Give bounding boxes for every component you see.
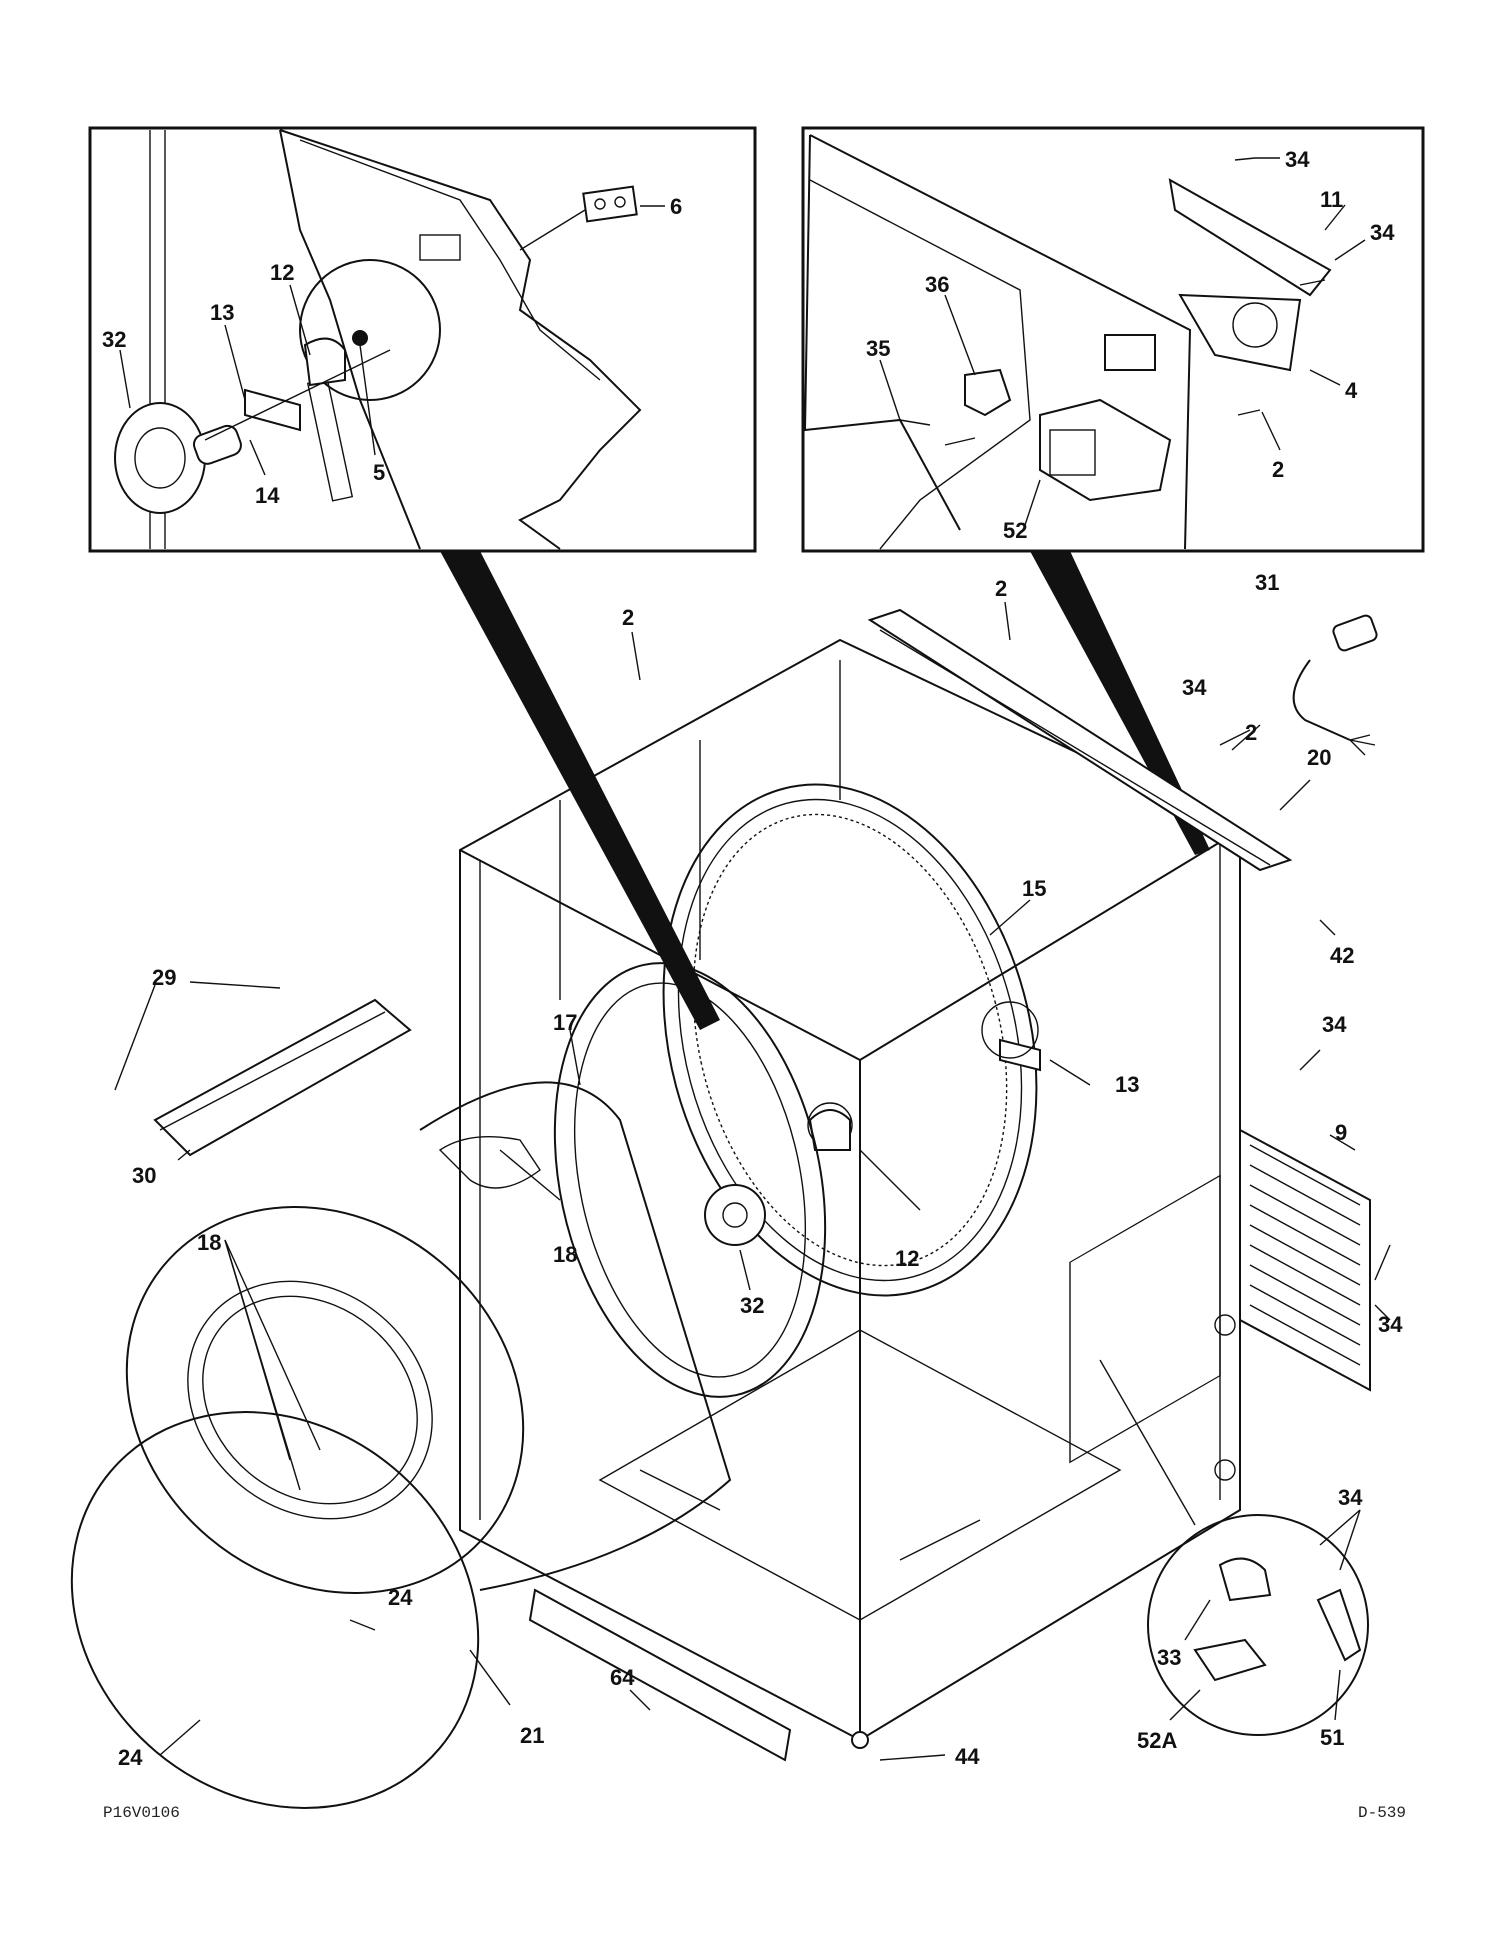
part-30-baffle (153, 998, 412, 1157)
part-32-bearing-housing (114, 402, 206, 514)
callout-34-circle: 34 (1338, 1485, 1363, 1510)
callout-20: 20 (1307, 745, 1331, 770)
part-4-plate (1178, 293, 1302, 372)
drawing-code-right: D-539 (1358, 1804, 1406, 1822)
callout-34-vent: 34 (1378, 1312, 1403, 1337)
callout-18-drum-top: 18 (553, 1242, 577, 1267)
callout-29: 29 (152, 965, 176, 990)
callout-35: 35 (866, 336, 890, 361)
callout-30: 30 (132, 1163, 156, 1188)
callout-18-drum-front: 18 (197, 1230, 221, 1255)
part-5-ball (352, 330, 368, 346)
callout-44: 44 (955, 1744, 980, 1769)
leveling-foot (851, 1731, 869, 1749)
callout-2-inset: 2 (1272, 457, 1284, 482)
callout-11: 11 (1320, 187, 1343, 212)
callout-36: 36 (925, 272, 949, 297)
part-13-bracket (244, 388, 301, 432)
inset-left-bearing-detail: 32 13 12 14 5 6 (88, 126, 757, 553)
part-9-vent-panel (1239, 1128, 1371, 1392)
part-33-switch (1218, 1557, 1272, 1602)
callout-64: 64 (610, 1665, 635, 1690)
part-51-clip (1316, 1588, 1362, 1662)
inset-left-pointer (440, 551, 720, 1030)
rear-bulkhead-outline (279, 129, 642, 550)
callout-42: 42 (1330, 943, 1354, 968)
callout-2-top: 2 (995, 576, 1007, 601)
part-12-clip (303, 337, 346, 387)
part-64-rail (528, 1588, 792, 1762)
callout-52: 52 (1003, 518, 1027, 543)
callout-6: 6 (670, 194, 682, 219)
callout-17: 17 (553, 1010, 577, 1035)
cabinet-frame (459, 638, 1241, 1749)
inset-right-control-detail: 34 11 34 36 35 4 2 52 (801, 126, 1425, 553)
leader-lines (114, 601, 1391, 1761)
callout-32-main: 32 (740, 1293, 764, 1318)
callout-12-inset: 12 (270, 260, 294, 285)
callout-51: 51 (1320, 1725, 1344, 1750)
part-20-top-rail (867, 608, 1293, 872)
part-52A-block (1193, 1638, 1267, 1682)
callout-34-inset-top: 34 (1285, 147, 1310, 172)
callout-34-cabinet-top: 34 (1182, 675, 1207, 700)
callout-24-seal-lower: 24 (118, 1745, 143, 1770)
part-11-bracket (1168, 178, 1332, 297)
callout-13-main: 13 (1115, 1072, 1139, 1097)
callout-33: 33 (1157, 1645, 1181, 1670)
callout-52A: 52A (1137, 1728, 1177, 1753)
callout-32-inset: 32 (102, 327, 126, 352)
callout-12-main: 12 (895, 1246, 919, 1271)
part-12-main (808, 1109, 851, 1151)
callout-31: 31 (1255, 570, 1279, 595)
drawing-code-left: P16V0106 (103, 1804, 180, 1822)
callout-21: 21 (520, 1723, 544, 1748)
callout-5: 5 (373, 460, 385, 485)
part-13-main (999, 1038, 1041, 1072)
callout-13-inset: 13 (210, 300, 234, 325)
part-31-power-cord (1292, 614, 1378, 756)
part-15-drum-rear (662, 783, 1038, 1297)
part-6-bracket (582, 185, 638, 223)
callout-4: 4 (1345, 378, 1358, 403)
callout-2-right: 2 (1245, 720, 1257, 745)
part-36-switch (964, 368, 1012, 417)
rear-panel-outline (803, 134, 1192, 550)
callout-34-inset-mid: 34 (1370, 220, 1395, 245)
circle-detail-switch (1099, 1359, 1369, 1736)
bulkhead-hub-plate (299, 259, 441, 401)
callout-9: 9 (1335, 1120, 1347, 1145)
side-panel-opening (1069, 1174, 1221, 1464)
callout-34-right: 34 (1322, 1012, 1347, 1037)
callout-24-seal-upper: 24 (388, 1585, 413, 1610)
part-17-drum-ring (553, 962, 827, 1398)
callout-2-left: 2 (622, 605, 634, 630)
part-24-drum-seal (70, 1411, 480, 1809)
callout-15: 15 (1022, 876, 1046, 901)
callout-14: 14 (255, 483, 280, 508)
